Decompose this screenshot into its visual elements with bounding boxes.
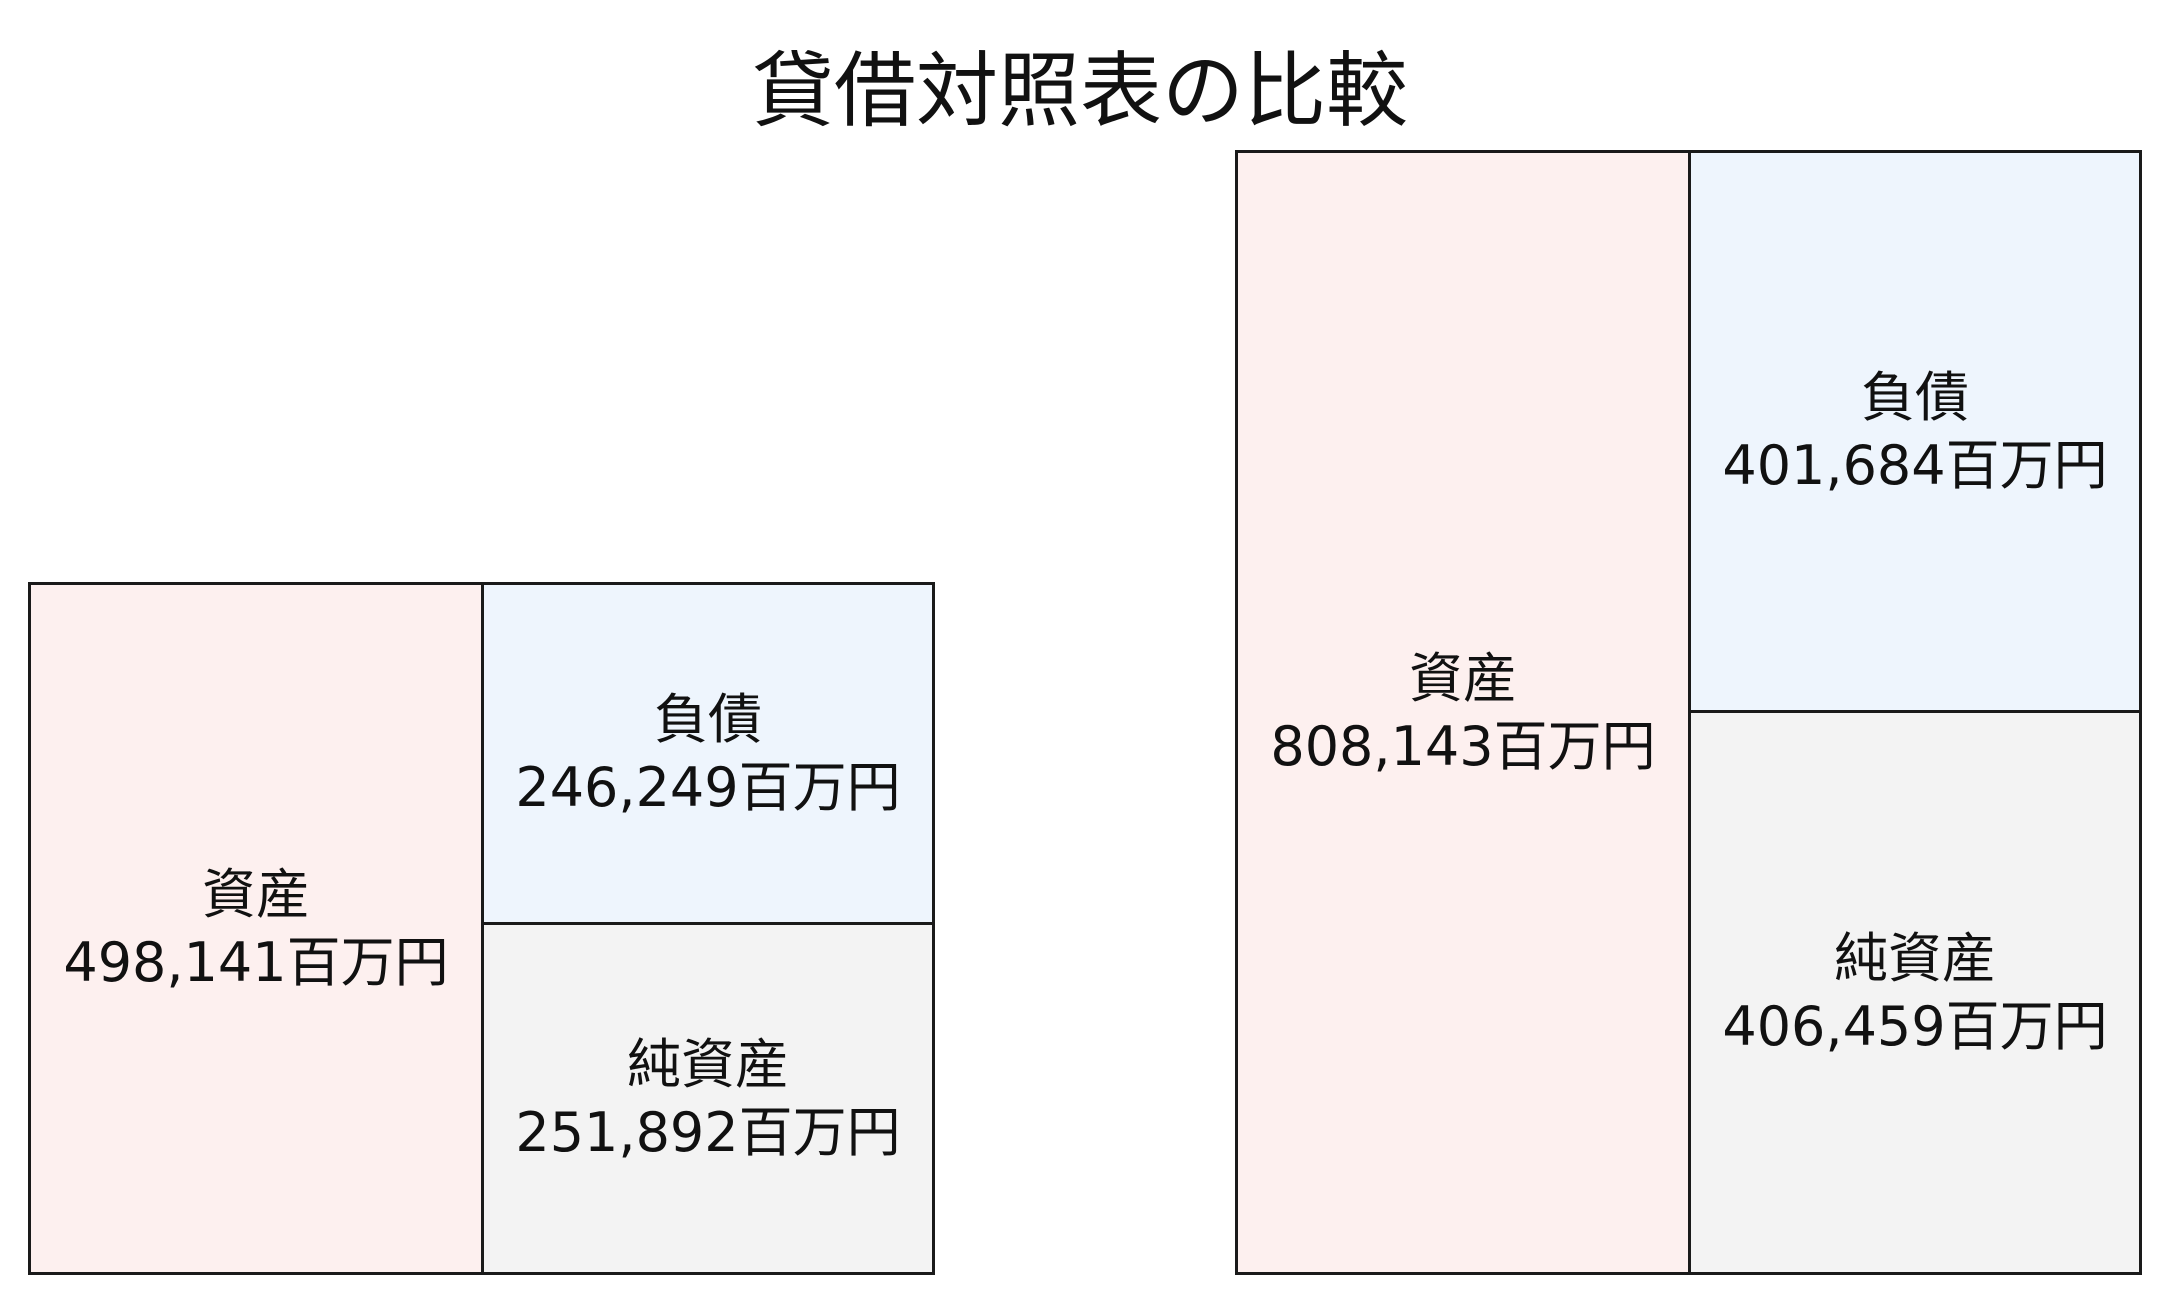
net-assets-block: 純資産 406,459百万円 [1691, 713, 2139, 1272]
liabilities-label: 負債 [1861, 365, 1969, 429]
liabilities-value: 401,684百万円 [1722, 433, 2108, 497]
net-assets-block: 純資産 251,892百万円 [484, 925, 932, 1272]
net-assets-value: 251,892百万円 [515, 1100, 901, 1164]
assets-block: 資産 808,143百万円 [1238, 153, 1691, 1272]
liabilities-block: 負債 246,249百万円 [484, 585, 932, 925]
assets-label: 資産 [202, 862, 310, 926]
liabilities-block: 負債 401,684百万円 [1691, 153, 2139, 713]
assets-label: 資産 [1409, 646, 1517, 710]
balance-sheet-1: 資産 498,141百万円 負債 246,249百万円 純資産 251,892百… [28, 582, 935, 1275]
net-assets-label: 純資産 [627, 1032, 789, 1096]
balance-sheet-2: 資産 808,143百万円 負債 401,684百万円 純資産 406,459百… [1235, 150, 2142, 1275]
assets-value: 808,143百万円 [1270, 714, 1656, 778]
liabilities-label: 負債 [654, 687, 762, 751]
net-assets-label: 純資産 [1834, 926, 1996, 990]
net-assets-value: 406,459百万円 [1722, 994, 2108, 1058]
assets-value: 498,141百万円 [63, 930, 449, 994]
liabilities-value: 246,249百万円 [515, 755, 901, 819]
diagram-title: 貸借対照表の比較 [751, 44, 1408, 139]
assets-block: 資産 498,141百万円 [31, 585, 484, 1272]
